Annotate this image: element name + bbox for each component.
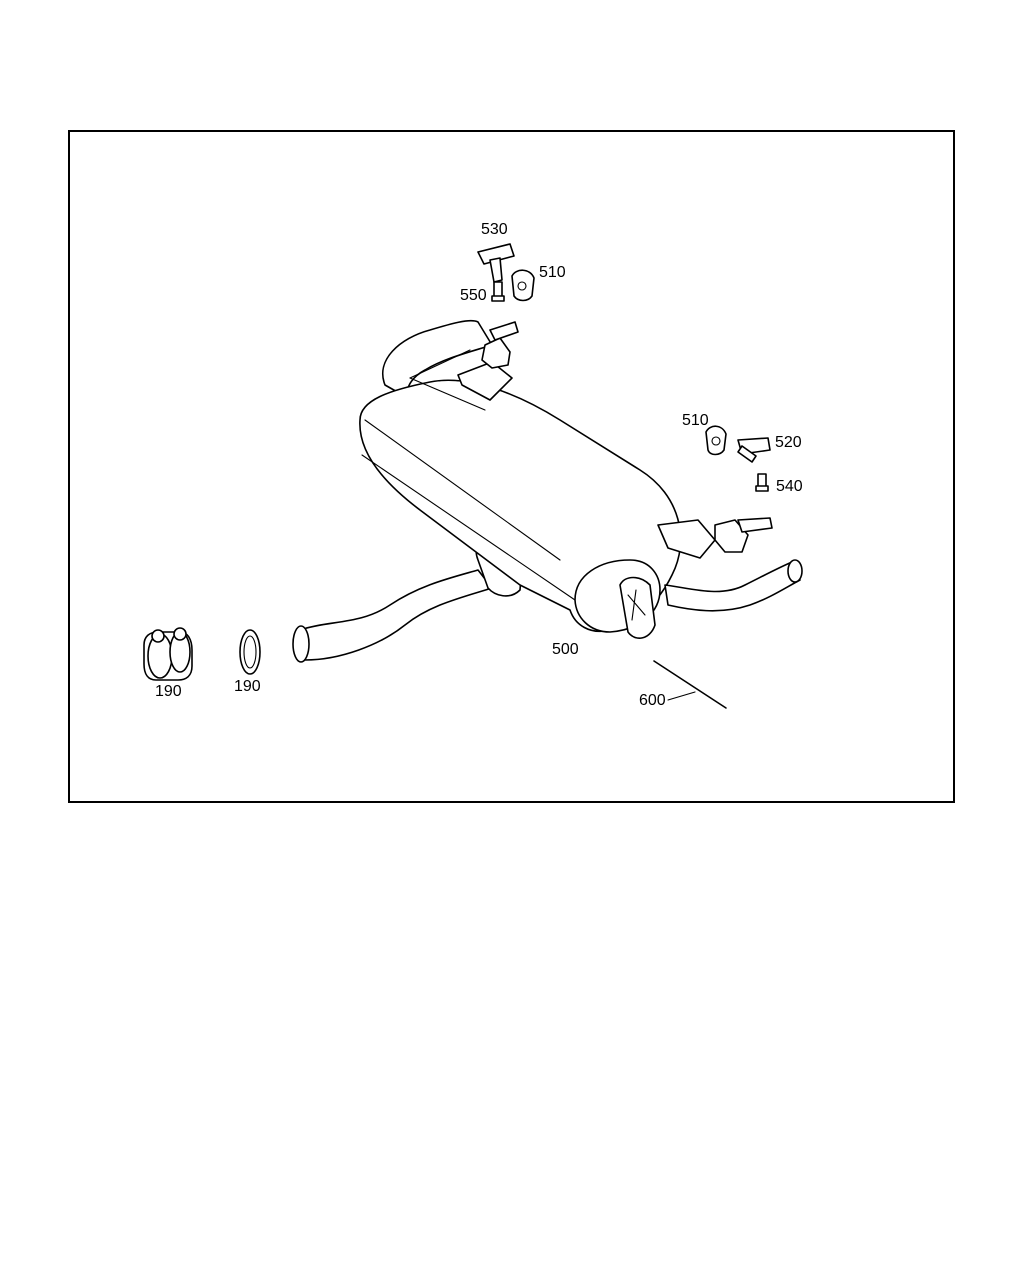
callout-190-clamp-double: 190 xyxy=(155,683,182,700)
callout-530: 530 xyxy=(481,221,508,238)
front-inlet-pipe xyxy=(292,569,493,663)
callout-520: 520 xyxy=(775,434,802,451)
part-520-bracket xyxy=(737,437,771,463)
part-190-clamp-ring xyxy=(239,629,261,675)
callout-500: 500 xyxy=(552,641,579,658)
part-530-bracket xyxy=(477,243,515,283)
callout-190-clamp-ring: 190 xyxy=(234,678,261,695)
right-outlet-pipe xyxy=(664,559,803,612)
part-510-rubber-mount-right xyxy=(705,425,727,456)
tailpipe-tip xyxy=(619,576,656,639)
muffler-hanger-left xyxy=(457,321,519,401)
callout-540: 540 xyxy=(776,478,803,495)
part-550-bolt xyxy=(491,281,505,302)
part-190-clamp-double xyxy=(143,627,193,681)
callout-510-right: 510 xyxy=(682,412,709,429)
callout-600: 600 xyxy=(639,692,666,709)
part-600-leader xyxy=(653,660,727,709)
part-510-rubber-mount-top xyxy=(511,269,535,302)
diagram-frame xyxy=(68,130,955,803)
callout-510-top: 510 xyxy=(539,264,566,281)
callout-550: 550 xyxy=(460,287,487,304)
part-540-bolt xyxy=(755,473,769,492)
muffler-hanger-right xyxy=(657,517,773,559)
